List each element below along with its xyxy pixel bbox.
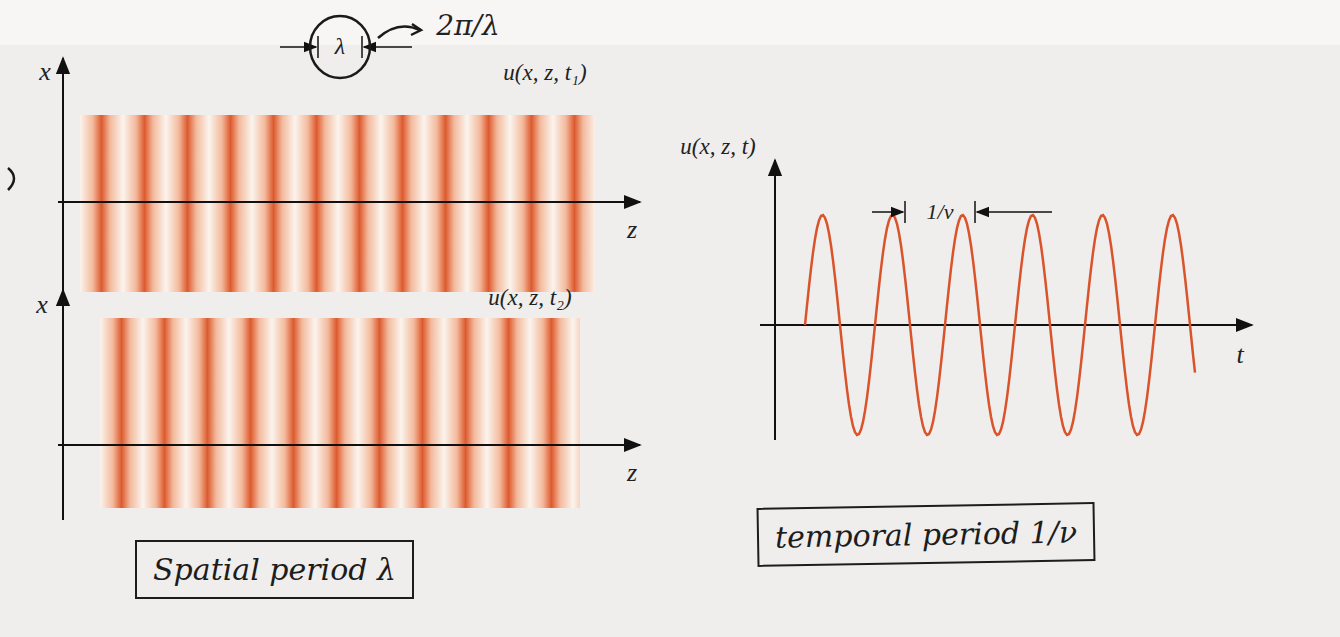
period-label: 1/ν — [924, 201, 957, 223]
axis-label: z — [627, 217, 637, 243]
handwritten-box: Spatial period λ — [135, 540, 414, 599]
box-text: temporal period 1/ν — [775, 514, 1078, 554]
wave-function-label: u(x, z, t₂) — [488, 286, 571, 309]
axis-label: t — [1236, 342, 1243, 368]
wave-function-label: u(x, z, t₁) — [503, 61, 586, 84]
stripe-field — [100, 318, 580, 508]
axis-label: x — [36, 292, 48, 318]
handwritten-box: temporal period 1/ν — [757, 502, 1096, 567]
box-text: Spatial period λ — [153, 552, 396, 587]
wave-function-label: u(x, z, t) — [680, 135, 755, 158]
axis-label: x — [39, 59, 51, 85]
axis-label: z — [627, 460, 637, 486]
handwritten-note: 2π/λ — [436, 12, 499, 40]
stripe-field — [80, 115, 595, 292]
wavelength-label: λ — [335, 34, 345, 58]
